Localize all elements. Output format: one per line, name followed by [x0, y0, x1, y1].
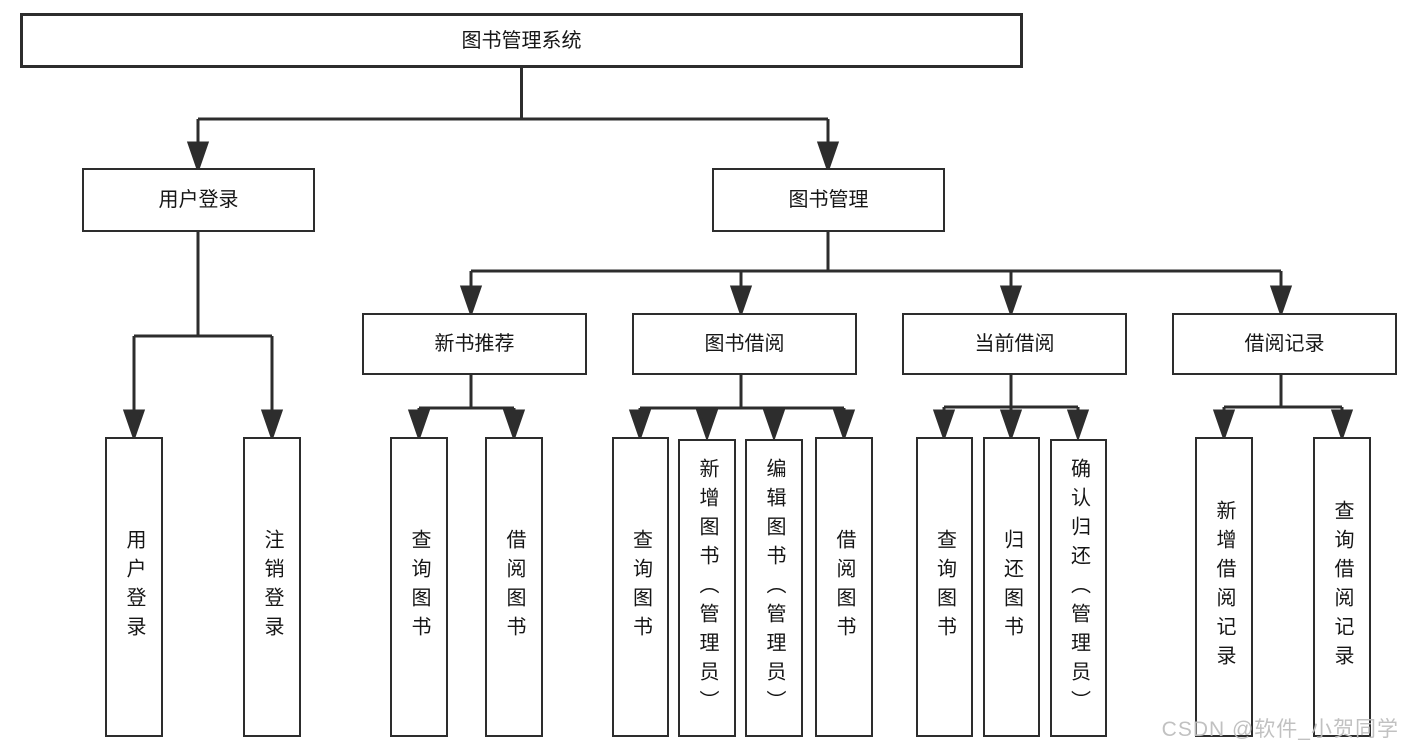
arrow-down-icon: [186, 141, 210, 174]
node-book-management: 图书管理: [712, 168, 945, 232]
node-current-borrowing: 当前借阅: [902, 313, 1127, 375]
arrow-down-icon: [999, 409, 1023, 442]
arrow-down-icon: [816, 141, 840, 174]
node-label: 查询图书: [408, 529, 430, 645]
connector-user-login-children: [122, 232, 284, 442]
arrow-down-icon: [932, 409, 956, 442]
node-label: 图书借阅: [704, 333, 785, 355]
leaf-query-books-newrec: 查询图书: [390, 437, 448, 737]
node-label: 借阅图书: [833, 529, 855, 645]
arrow-down-icon: [122, 409, 146, 442]
leaf-user-login: 用户登录: [105, 437, 163, 737]
connector-book-borrow-children: [628, 375, 856, 442]
arrow-down-icon: [1066, 409, 1090, 442]
node-borrowing-records: 借阅记录: [1172, 313, 1397, 375]
arrow-down-icon: [459, 285, 483, 318]
connector-current-borrow-children: [932, 375, 1090, 442]
connector-root-to-level2: [186, 68, 840, 174]
arrow-down-icon: [628, 409, 652, 442]
node-label: 确认归还（管理员）: [1067, 457, 1090, 719]
arrow-down-icon: [260, 409, 284, 442]
node-label: 新增借阅记录: [1213, 500, 1235, 674]
node-label: 归还图书: [1000, 529, 1023, 645]
arrow-down-icon: [502, 409, 526, 442]
leaf-borrow-books-newrec: 借阅图书: [485, 437, 543, 737]
connector-borrow-records-children: [1212, 375, 1354, 442]
leaf-confirm-return-admin: 确认归还（管理员）: [1050, 439, 1107, 737]
node-label: 查询借阅记录: [1331, 500, 1353, 674]
node-label: 图书管理系统: [461, 29, 582, 52]
leaf-logout: 注销登录: [243, 437, 301, 737]
leaf-edit-book-admin: 编辑图书（管理员）: [745, 439, 803, 737]
arrow-down-icon: [1212, 409, 1236, 442]
node-label: 借阅图书: [503, 529, 525, 645]
arrow-down-icon: [999, 285, 1023, 318]
node-label: 当前借阅: [974, 333, 1055, 355]
node-user-login: 用户登录: [82, 168, 315, 232]
node-label: 查询图书: [933, 529, 956, 645]
node-label: 查询图书: [629, 529, 652, 645]
connector-new-book-rec-children: [407, 375, 526, 442]
leaf-query-books-borrow: 查询图书: [612, 437, 669, 737]
arrow-down-icon: [695, 409, 719, 442]
node-label: 注销登录: [261, 529, 283, 645]
node-new-book-recommend: 新书推荐: [362, 313, 587, 375]
arrow-down-icon: [762, 409, 786, 442]
leaf-query-books-current: 查询图书: [916, 437, 973, 737]
leaf-return-book: 归还图书: [983, 437, 1040, 737]
node-label: 编辑图书（管理员）: [763, 457, 785, 719]
leaf-add-borrow-record: 新增借阅记录: [1195, 437, 1253, 737]
connector-book-mgmt-to-level3: [459, 232, 1293, 318]
arrow-down-icon: [729, 285, 753, 318]
node-label: 用户登录: [158, 189, 239, 211]
node-book-borrowing: 图书借阅: [632, 313, 857, 375]
arrow-down-icon: [832, 409, 856, 442]
node-library-management-system: 图书管理系统: [20, 13, 1023, 68]
watermark: CSDN @软件_小贺同学: [1161, 718, 1399, 741]
leaf-query-borrow-record: 查询借阅记录: [1313, 437, 1371, 737]
node-label: 图书管理: [788, 189, 869, 211]
leaf-add-book-admin: 新增图书（管理员）: [678, 439, 736, 737]
arrow-down-icon: [407, 409, 431, 442]
node-label: 新增图书（管理员）: [696, 457, 718, 719]
leaf-borrow-books-borrow: 借阅图书: [815, 437, 873, 737]
arrow-down-icon: [1330, 409, 1354, 442]
node-label: 用户登录: [123, 529, 145, 645]
arrow-down-icon: [1269, 285, 1293, 318]
node-label: 借阅记录: [1244, 333, 1325, 355]
node-label: 新书推荐: [434, 333, 515, 355]
